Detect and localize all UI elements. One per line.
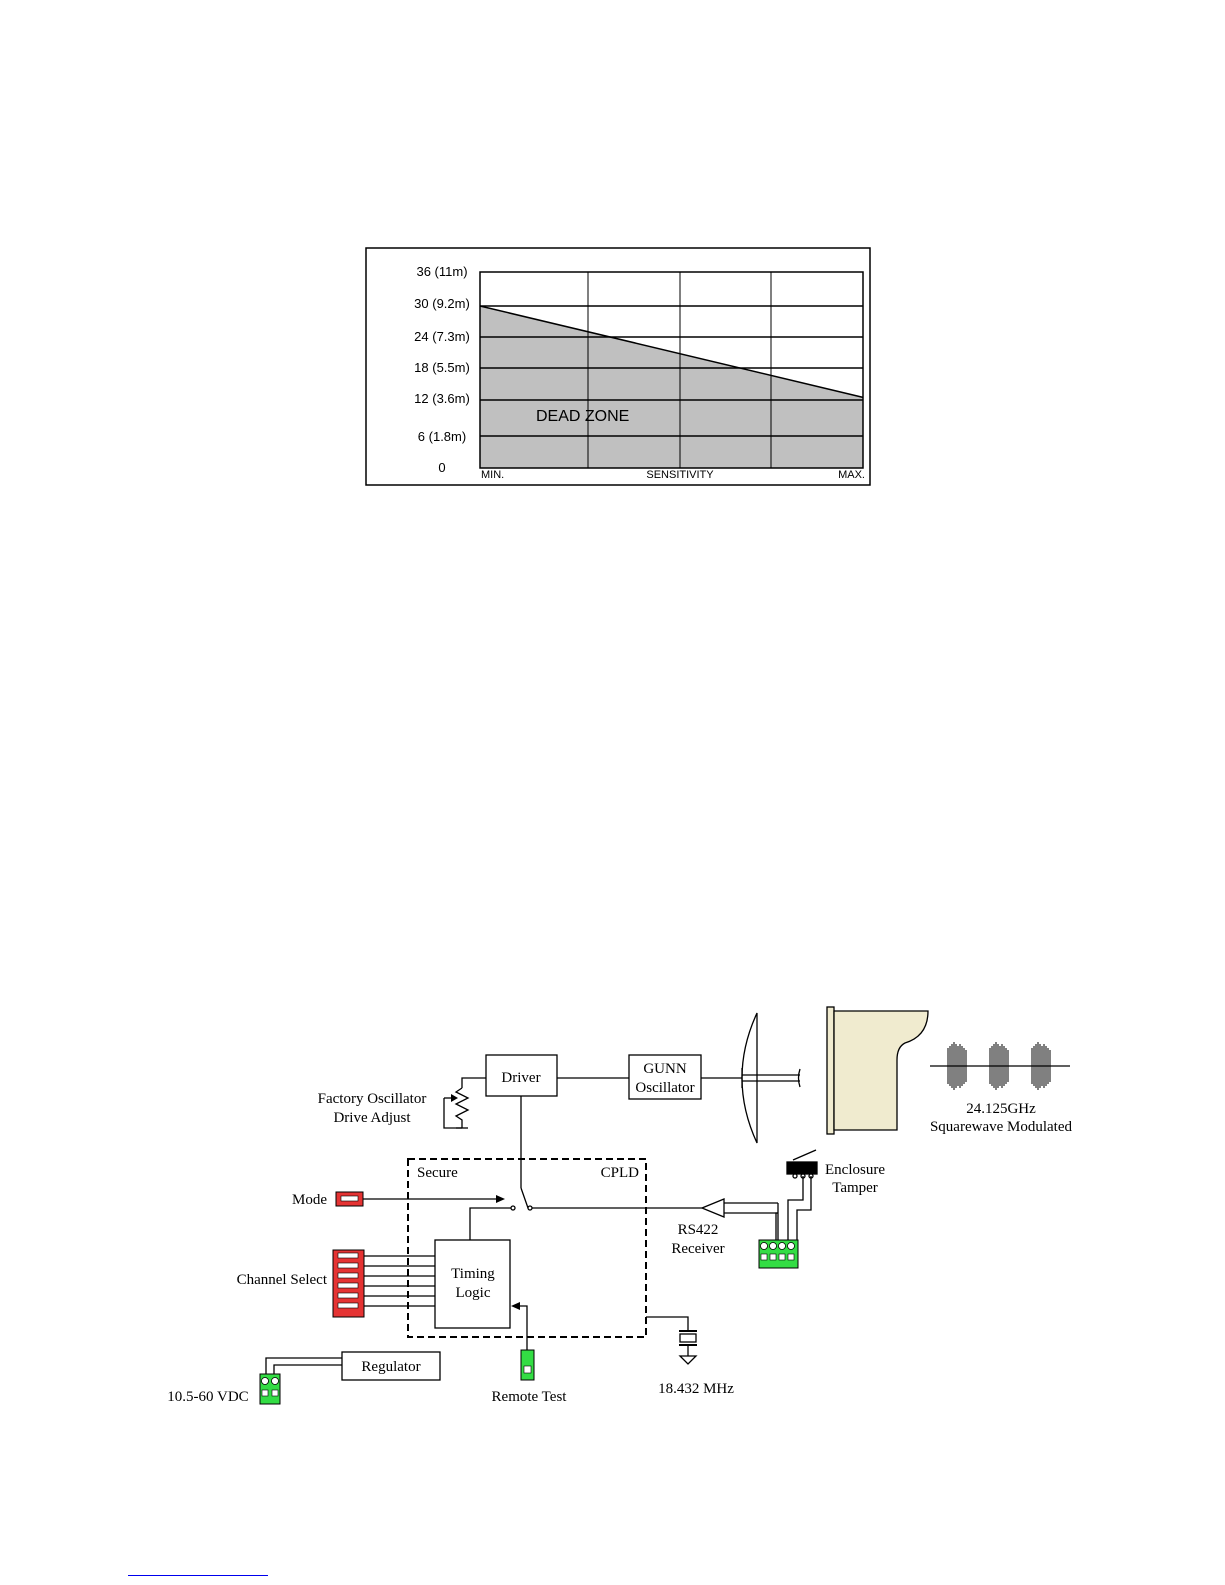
y-tick-label-5: 6 (1.8m) xyxy=(418,429,466,444)
rs422-terminal-block xyxy=(759,1240,798,1268)
timing-logic-box xyxy=(435,1240,510,1328)
dead-zone-chart: 36 (11m) 30 (9.2m) 24 (7.3m) 18 (5.5m) 12 (3… xyxy=(366,248,870,485)
drive-adjust-wire xyxy=(462,1078,486,1088)
y-tick-label-6: 0 xyxy=(438,460,445,475)
driver-label: Driver xyxy=(501,1070,540,1086)
x-axis-label: SENSITIVITY xyxy=(646,469,714,481)
crystal-frequency-label: 18.432 MHz xyxy=(658,1381,734,1397)
cpld-label: CPLD xyxy=(601,1165,640,1181)
remote-test-wire xyxy=(518,1306,527,1350)
switch-contact-left xyxy=(511,1206,515,1210)
remote-test-arrowhead xyxy=(511,1302,520,1310)
channel-select-bus xyxy=(364,1256,435,1306)
y-tick-label-2: 24 (7.3m) xyxy=(414,329,470,344)
tamper-wire-2 xyxy=(797,1176,811,1240)
enclosure-tamper-label-2: Tamper xyxy=(832,1180,878,1196)
factory-oscillator-label-1: Factory Oscillator xyxy=(318,1091,427,1107)
x-tick-min: MIN. xyxy=(481,469,504,481)
switch-contact-right xyxy=(528,1206,532,1210)
antenna-feed-tip xyxy=(799,1069,801,1087)
factory-oscillator-label-2: Drive Adjust xyxy=(333,1110,411,1126)
power-terminal-block xyxy=(260,1374,280,1404)
y-tick-label-3: 18 (5.5m) xyxy=(414,360,470,375)
horn-enclosure xyxy=(834,1011,928,1130)
timing-logic-label-2: Logic xyxy=(456,1285,491,1301)
potentiometer-resistor xyxy=(456,1088,468,1128)
mode-dip-slider xyxy=(341,1196,358,1201)
cpld-to-crystal-wire xyxy=(646,1317,688,1330)
tamper-lever xyxy=(793,1150,816,1160)
potentiometer-arrowhead xyxy=(451,1094,458,1102)
tamper-wire-1 xyxy=(788,1176,803,1240)
crystal xyxy=(680,1334,696,1342)
remote-test-label: Remote Test xyxy=(492,1389,568,1405)
dead-zone-label: DEAD ZONE xyxy=(536,408,629,425)
gunn-label-1: GUNN xyxy=(643,1061,686,1077)
y-tick-labels: 36 (11m) 30 (9.2m) 24 (7.3m) 18 (5.5m) 12 (3… xyxy=(414,264,470,475)
remote-test-terminal xyxy=(521,1350,534,1380)
mode-arrowhead xyxy=(496,1195,505,1203)
tamper-pin-1 xyxy=(793,1174,797,1178)
horn-back-plate xyxy=(827,1007,834,1134)
y-tick-label-4: 12 (3.6m) xyxy=(414,391,470,406)
frequency-label-2: Squarewave Modulated xyxy=(930,1119,1073,1135)
x-tick-max: MAX. xyxy=(838,469,865,481)
remote-test-screw xyxy=(524,1366,531,1373)
frequency-label-1: 24.125GHz xyxy=(966,1101,1036,1117)
power-wire-b xyxy=(274,1365,342,1374)
timing-logic-label-1: Timing xyxy=(451,1266,495,1282)
rs422-receiver-buffer xyxy=(702,1199,724,1217)
y-tick-label-1: 30 (9.2m) xyxy=(414,296,470,311)
regulator-label: Regulator xyxy=(361,1359,420,1375)
voltage-label: 10.5-60 VDC xyxy=(167,1389,248,1405)
rs422-label-2: Receiver xyxy=(671,1241,724,1257)
parabolic-dish xyxy=(742,1013,757,1143)
secure-label: Secure xyxy=(417,1165,458,1181)
ground-symbol xyxy=(680,1356,696,1364)
gunn-label-2: Oscillator xyxy=(635,1080,694,1096)
switch-to-timing-wire xyxy=(470,1208,511,1240)
enclosure-tamper-switch xyxy=(787,1162,817,1174)
footer-link-underline xyxy=(128,1575,268,1576)
enclosure-tamper-label-1: Enclosure xyxy=(825,1162,885,1178)
channel-select-label: Channel Select xyxy=(237,1272,328,1288)
channel-select-dip-switch xyxy=(333,1250,364,1317)
power-wire-a xyxy=(266,1358,342,1374)
mode-switch-blade xyxy=(521,1188,528,1208)
mode-label: Mode xyxy=(292,1192,327,1208)
diagram-labels: Driver GUNN Oscillator Factory Oscillato… xyxy=(167,1061,1072,1405)
y-tick-label-0: 36 (11m) xyxy=(416,264,467,279)
rs422-label-1: RS422 xyxy=(678,1222,719,1238)
